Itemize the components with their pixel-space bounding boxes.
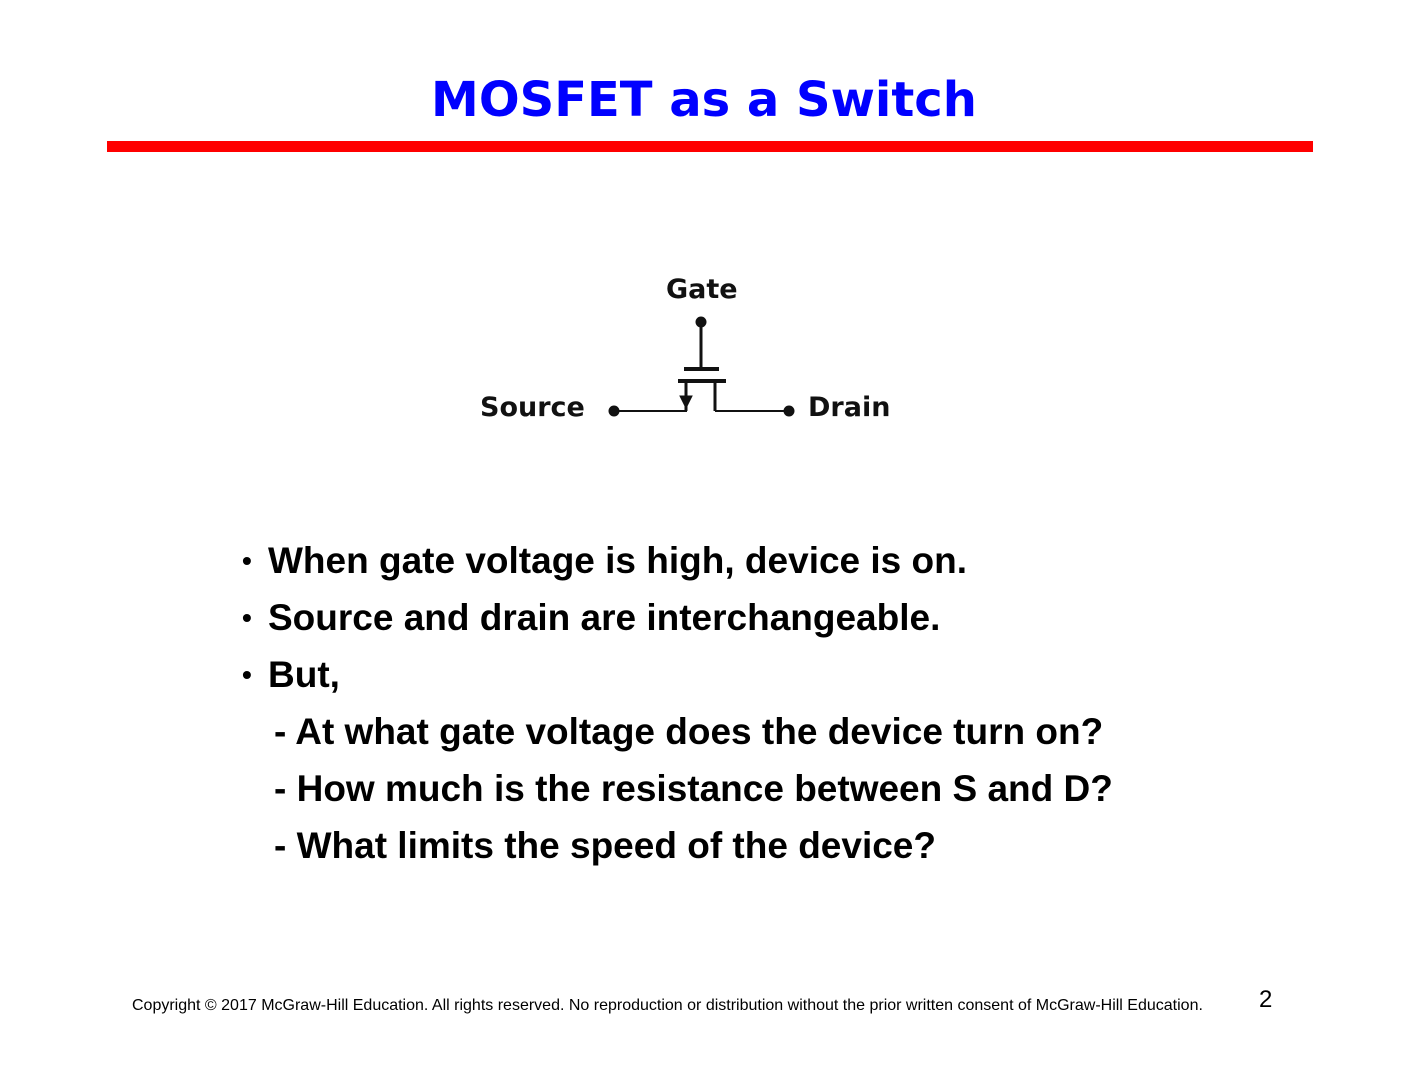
mosfet-symbol-diagram: Gate Source Drain [470, 270, 910, 440]
sub-item: - At what gate voltage does the device t… [274, 711, 1104, 752]
source-terminal-dot [608, 405, 620, 417]
bullet-list: •When gate voltage is high, device is on… [242, 538, 1113, 880]
title-divider [107, 141, 1313, 152]
bullet-item: •But, [242, 652, 1113, 709]
drain-label: Drain [808, 392, 891, 423]
source-arrow [679, 395, 693, 410]
source-label: Source [480, 392, 585, 423]
copyright-footer: Copyright © 2017 McGraw-Hill Education. … [132, 997, 1203, 1014]
bullet-item: •Source and drain are interchangeable. [242, 595, 1113, 652]
bullet-item: •When gate voltage is high, device is on… [242, 538, 1113, 595]
bullet-icon: • [242, 545, 252, 576]
gate-label: Gate [666, 274, 738, 305]
page-number: 2 [1259, 986, 1273, 1013]
sub-item: - How much is the resistance between S a… [274, 768, 1113, 809]
bullet-icon: • [242, 659, 252, 690]
mosfet-symbol [608, 316, 795, 417]
bullet-icon: • [242, 602, 252, 633]
drain-terminal-dot [783, 405, 795, 417]
sub-item: - What limits the speed of the device? [274, 825, 936, 866]
slide-title: MOSFET as a Switch [431, 72, 977, 128]
